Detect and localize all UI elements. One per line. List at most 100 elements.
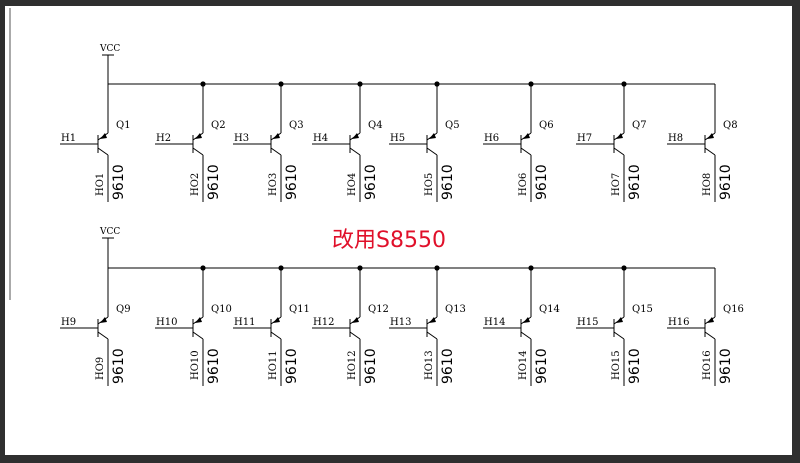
emitter-arrow — [523, 317, 530, 323]
collector-diagonal — [520, 331, 532, 340]
input-label: H4 — [313, 133, 328, 144]
input-label: H9 — [61, 317, 76, 328]
collector-diagonal — [426, 147, 438, 156]
collector-diagonal — [613, 331, 625, 340]
input-label: H3 — [234, 133, 249, 144]
output-label: HO5 — [424, 173, 435, 196]
collector-diagonal — [192, 147, 204, 156]
transistor-ref: Q1 — [116, 120, 131, 131]
output-label: HO15 — [611, 350, 622, 380]
part-number: 9610 — [718, 348, 734, 384]
output-label: HO7 — [611, 173, 622, 196]
replacement-note: 改用S8550 — [332, 228, 446, 253]
input-label: H16 — [668, 317, 689, 328]
transistor-ref: Q16 — [723, 304, 744, 315]
part-number: 9610 — [718, 164, 734, 200]
collector-diagonal — [349, 331, 361, 340]
transistor-ref: Q10 — [211, 304, 232, 315]
emitter-arrow — [429, 317, 436, 323]
collector-diagonal — [192, 331, 204, 340]
transistor-ref: Q5 — [445, 120, 460, 131]
sheet-background — [5, 6, 792, 455]
input-label: H2 — [156, 133, 171, 144]
transistor-ref: Q8 — [723, 120, 738, 131]
output-label: HO9 — [95, 357, 106, 380]
part-number: 9610 — [111, 164, 127, 200]
collector-diagonal — [270, 147, 282, 156]
input-label: H1 — [61, 133, 76, 144]
collector-diagonal — [97, 331, 109, 340]
output-label: HO6 — [518, 173, 529, 196]
output-label: HO1 — [95, 173, 106, 196]
part-number: 9610 — [440, 164, 456, 200]
output-label: HO4 — [347, 173, 358, 196]
output-label: HO16 — [702, 350, 713, 380]
output-label: HO8 — [702, 173, 713, 196]
input-label: H14 — [484, 317, 505, 328]
transistor-ref: Q14 — [539, 304, 560, 315]
part-number: 9610 — [284, 348, 300, 384]
input-label: H15 — [577, 317, 598, 328]
transistor-ref: Q6 — [539, 120, 554, 131]
collector-diagonal — [349, 147, 361, 156]
collector-diagonal — [613, 147, 625, 156]
supply-label: VCC — [99, 44, 120, 54]
output-label: HO3 — [268, 173, 279, 196]
emitter-arrow — [707, 317, 714, 323]
input-label: H11 — [234, 317, 255, 328]
transistor-ref: Q9 — [116, 304, 131, 315]
collector-diagonal — [520, 147, 532, 156]
output-label: HO14 — [518, 350, 529, 380]
part-number: 9610 — [534, 164, 550, 200]
output-label: HO11 — [268, 350, 279, 380]
emitter-arrow — [273, 133, 280, 139]
input-label: H6 — [484, 133, 499, 144]
transistor-ref: Q3 — [289, 120, 304, 131]
transistor-ref: Q4 — [368, 120, 383, 131]
part-number: 9610 — [206, 164, 222, 200]
part-number: 9610 — [363, 348, 379, 384]
input-label: H7 — [577, 133, 592, 144]
part-number: 9610 — [627, 348, 643, 384]
transistor-ref: Q13 — [445, 304, 466, 315]
part-number: 9610 — [111, 348, 127, 384]
emitter-arrow — [195, 133, 202, 139]
part-number: 9610 — [627, 164, 643, 200]
collector-diagonal — [270, 331, 282, 340]
emitter-arrow — [429, 133, 436, 139]
emitter-arrow — [352, 133, 359, 139]
input-label: H8 — [668, 133, 683, 144]
emitter-arrow — [195, 317, 202, 323]
output-label: HO2 — [190, 173, 201, 196]
output-label: HO13 — [424, 350, 435, 380]
emitter-arrow — [100, 133, 107, 139]
emitter-arrow — [707, 133, 714, 139]
emitter-arrow — [352, 317, 359, 323]
part-number: 9610 — [206, 348, 222, 384]
supply-label: VCC — [99, 227, 120, 237]
transistor-ref: Q12 — [368, 304, 389, 315]
output-label: HO10 — [190, 350, 201, 380]
input-label: H13 — [390, 317, 411, 328]
collector-diagonal — [704, 147, 716, 156]
transistor-ref: Q7 — [632, 120, 647, 131]
collector-diagonal — [97, 147, 109, 156]
input-label: H10 — [156, 317, 177, 328]
emitter-arrow — [523, 133, 530, 139]
emitter-arrow — [100, 317, 107, 323]
